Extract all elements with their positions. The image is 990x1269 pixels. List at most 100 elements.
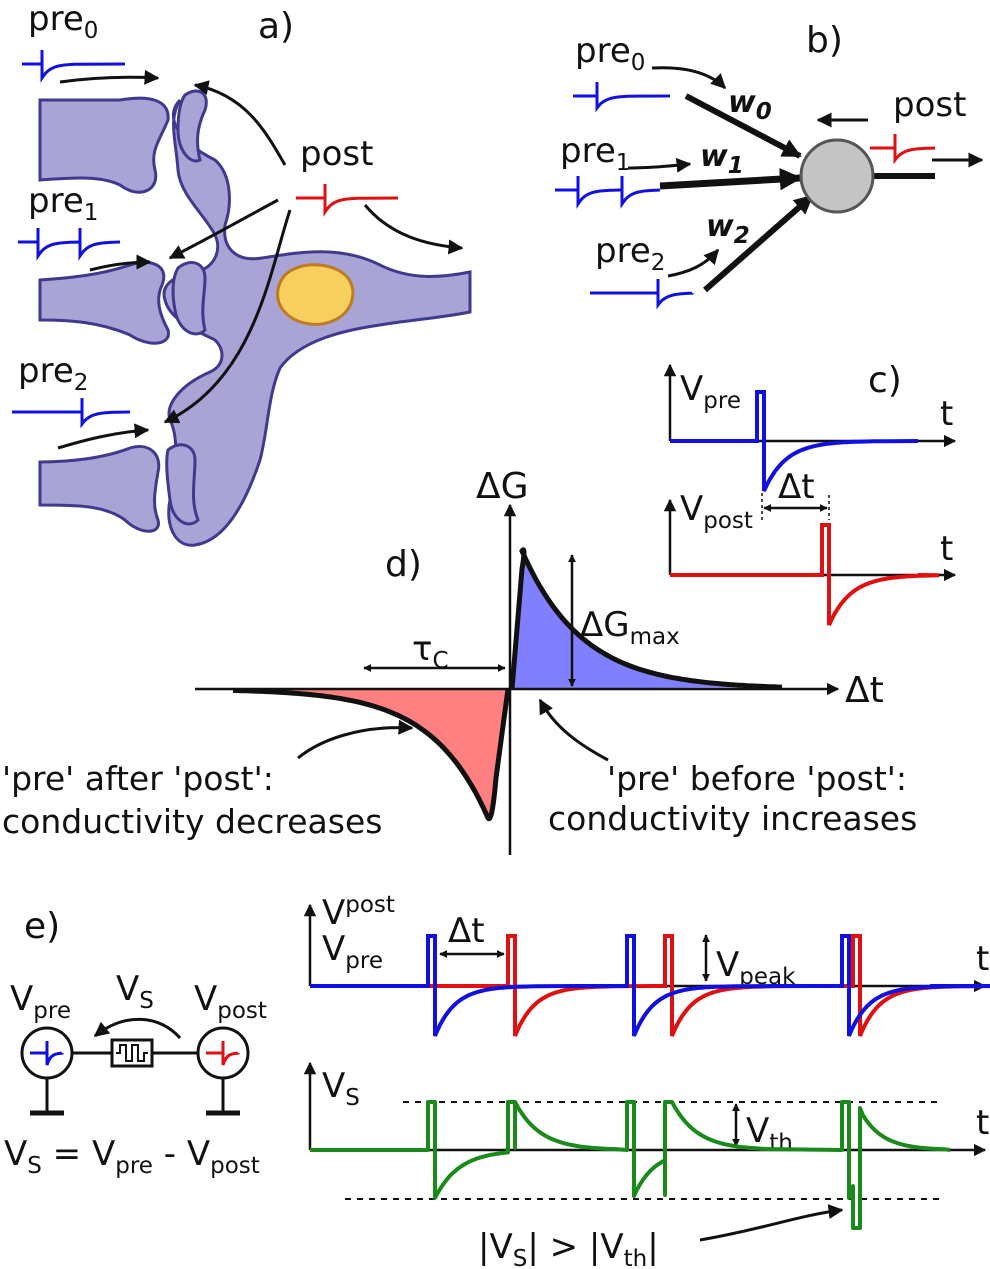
e-top-traces (310, 934, 990, 1037)
a-pre1-spike (18, 228, 121, 261)
e-circuit-vpost-label: Vpost (194, 979, 267, 1024)
e-top-vpre-label: Vpre (322, 929, 383, 974)
svg-text:pre2: pre2 (18, 351, 88, 396)
panel-e-label: e) (24, 906, 60, 947)
c-vpost-t-label: t (940, 529, 953, 569)
a-pre0-spike (22, 50, 126, 83)
e-bottom-traces (310, 1100, 951, 1230)
e-circuit-vpre-label: Vpre (10, 979, 71, 1024)
d-tau-label: τC (412, 629, 449, 674)
d-arrow-depression (297, 719, 414, 760)
d-right-caption-2: conductivity increases (548, 799, 917, 838)
panel-a: a) pre0 pre1 pre2 post (12, 0, 472, 547)
b-spike-traces (555, 82, 936, 310)
b-w1-label: w1 (700, 139, 744, 179)
c-vpre-label: Vpre (680, 369, 741, 414)
e-vs-trace (310, 1100, 951, 1230)
svg-text:τC: τC (412, 629, 449, 674)
svg-text:w0: w0 (728, 85, 772, 125)
e-top-vpost-label: Vpost (322, 892, 395, 933)
b-pre1-label: pre1 (560, 131, 630, 176)
svg-text:pre0: pre0 (28, 0, 98, 44)
panel-b-label: b) (806, 20, 843, 61)
c-dt-label: Δt (778, 467, 815, 507)
e-top-vpre-trace (310, 934, 990, 1037)
d-potentiation-curve (509, 547, 783, 690)
b-arrow-pre0 (651, 66, 727, 90)
c-vpost-label: Vpost (680, 489, 753, 534)
panel-b: b) pre0 pre1 pre2 post w0 w1 w2 (555, 20, 984, 310)
svg-text:Vpost: Vpost (322, 892, 395, 933)
svg-text:pre0: pre0 (575, 31, 645, 76)
d-left-caption-1: 'pre' after 'post': (2, 759, 274, 798)
spine-a (176, 89, 208, 163)
a-arrow-post-pre1 (168, 198, 279, 260)
a-arrow-post-pre0 (193, 80, 287, 166)
d-gmax-label: ΔGmax (580, 605, 680, 650)
d-yaxis-label: ΔG (476, 466, 529, 507)
b-synapse-w0 (684, 93, 802, 159)
svg-text:Vpre: Vpre (10, 979, 71, 1024)
b-w2-label: w2 (706, 209, 750, 249)
svg-text:Vpeak: Vpeak (716, 945, 796, 990)
e-vpost-source-spike (206, 1041, 240, 1066)
d-potentiation-area (512, 549, 782, 689)
b-synapse-w1 (659, 167, 803, 191)
svg-text:w2: w2 (706, 209, 750, 249)
c-vpost-trace (670, 523, 940, 626)
svg-text:Vpost: Vpost (680, 489, 753, 534)
d-depression-curve (232, 687, 511, 822)
svg-text:Vpre: Vpre (680, 369, 741, 414)
c-traces (670, 390, 940, 626)
spine-b (171, 261, 207, 336)
svg-text:VS: VS (322, 1066, 360, 1111)
b-pre2-label: pre2 (595, 231, 665, 276)
b-arrow-pre1 (627, 157, 692, 173)
a-arrow-pre2-in (57, 423, 150, 450)
d-left-caption-2: conductivity decreases (2, 802, 382, 841)
e-equation: VS = Vpre - Vpost (4, 1134, 260, 1179)
panel-d: d) ΔG Δt τC ΔGmax 'pre' after 'post': co… (2, 466, 917, 855)
svg-text:VS: VS (116, 969, 154, 1014)
c-vpre-t-label: t (940, 394, 953, 434)
d-depression-area (233, 689, 508, 819)
a-pre2-spike (12, 398, 131, 429)
svg-text:pre1: pre1 (560, 131, 630, 176)
svg-text:|VS| > |Vth|: |VS| > |Vth| (478, 1227, 659, 1269)
svg-text:ΔGmax: ΔGmax (580, 605, 680, 650)
d-right-caption-1: 'pre' before 'post': (607, 759, 907, 798)
d-xaxis-label: Δt (845, 670, 884, 711)
b-pre0-spike (573, 82, 671, 113)
b-pre2-spike (590, 279, 694, 310)
e-circuit-vs-label: VS (116, 969, 154, 1014)
e-vpeak-label: Vpeak (716, 945, 796, 990)
spine-c (165, 443, 200, 526)
b-neuron-node (799, 138, 875, 214)
a-pre0-label: pre0 (28, 0, 98, 44)
a-arrow-pre1-in (89, 254, 152, 272)
panel-c-label: c) (868, 360, 902, 401)
svg-text:VS = Vpre - Vpost: VS = Vpre - Vpost (4, 1134, 260, 1179)
panel-e: e) Vpre Vpost VS VS = Vpre - Vpost (4, 892, 990, 1269)
pre1-terminal (38, 260, 170, 345)
d-arrow-potentiation (538, 698, 609, 762)
a-arrow-pre0-in (59, 69, 160, 85)
svg-text:Vpost: Vpost (194, 979, 267, 1024)
pre0-terminal (38, 96, 170, 194)
d-stdp-curve (232, 547, 783, 822)
e-bottom-t-label: t (976, 1103, 989, 1143)
e-memristor-symbol (116, 1044, 148, 1062)
e-bottom-vs-label: VS (322, 1066, 360, 1111)
svg-text:Vpre: Vpre (322, 929, 383, 974)
e-vs-arrow (93, 1017, 182, 1039)
b-arrow-pre2 (667, 248, 720, 278)
panel-c: c) Vpre t Vpost t Δt (663, 360, 957, 626)
b-post-spike (870, 134, 936, 165)
b-synapse-w2 (703, 193, 814, 293)
a-pre1-label: pre1 (28, 181, 98, 226)
e-circuit (20, 1017, 250, 1116)
a-pre2-label: pre2 (18, 351, 88, 396)
svg-text:pre1: pre1 (28, 181, 98, 226)
a-arrow-post-out (363, 204, 464, 255)
